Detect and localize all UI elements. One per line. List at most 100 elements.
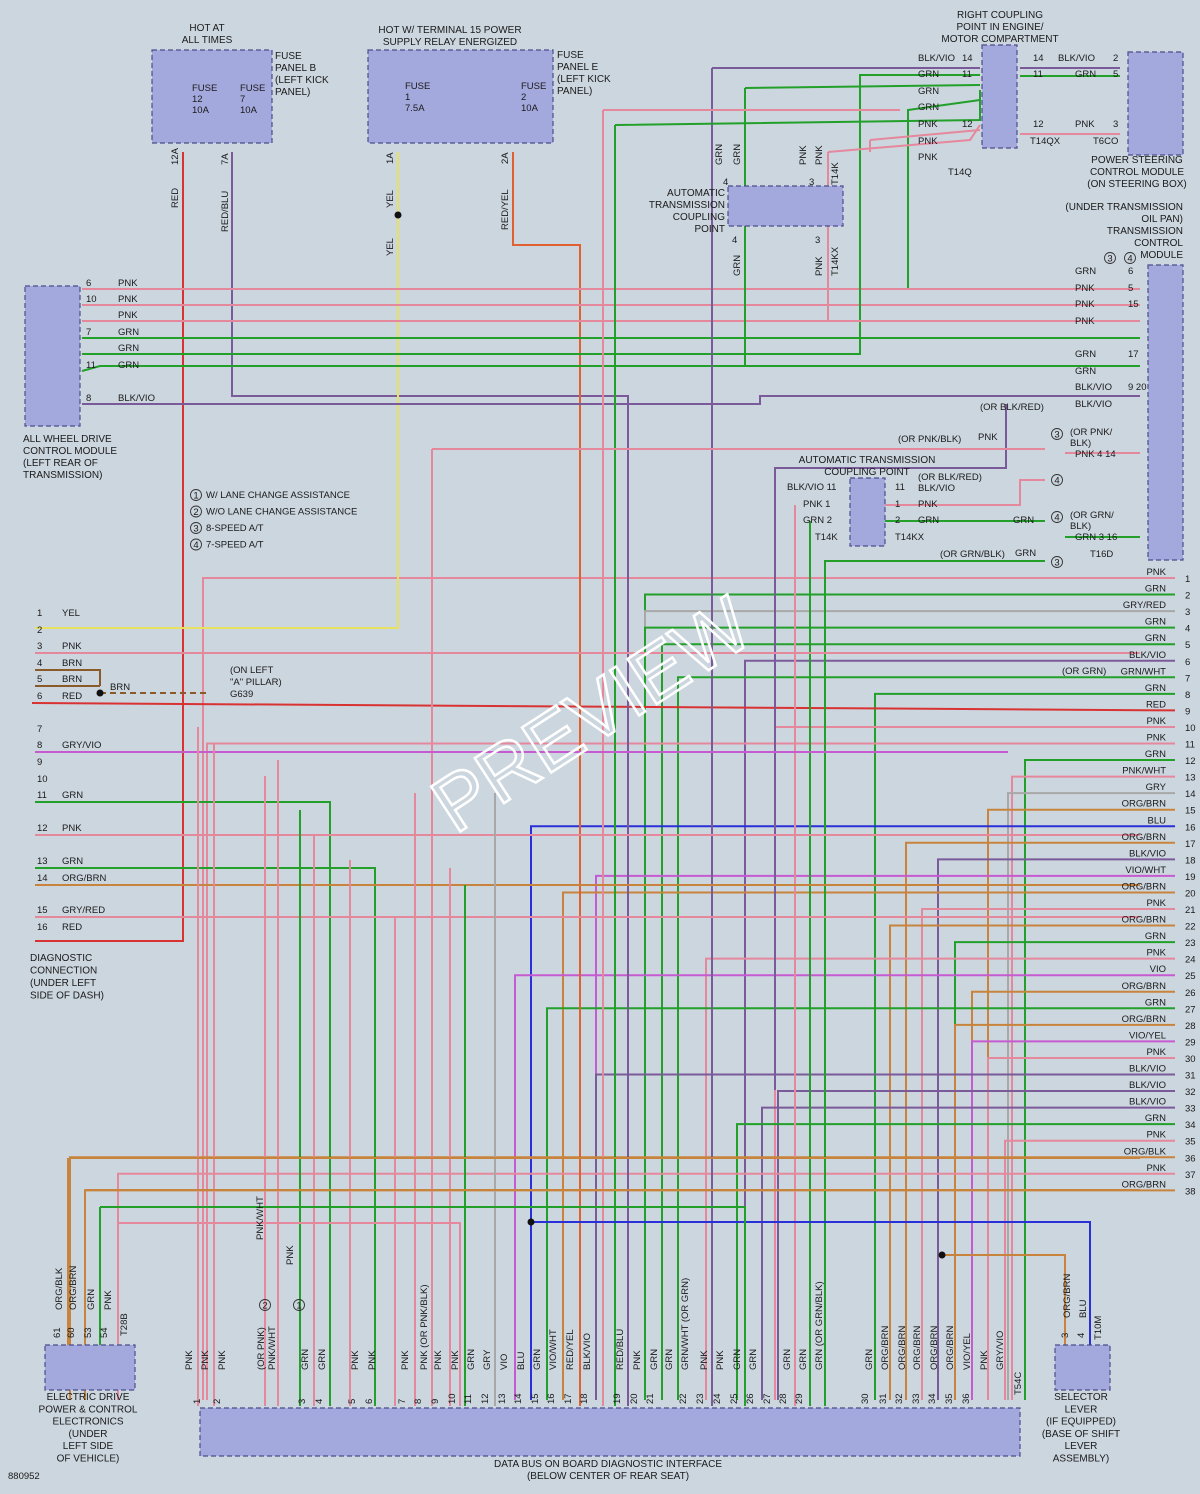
bus-pin-13: 13 xyxy=(497,1393,508,1404)
right-row-wire: PNK xyxy=(1146,1163,1166,1174)
bus-pin-18: 18 xyxy=(579,1393,590,1404)
at-mid-left: GRN 2 xyxy=(803,515,832,526)
bus-pin-22: 22 xyxy=(678,1393,689,1404)
ed-pin: 53 xyxy=(83,1327,94,1338)
fuse-b-wire-redblu: RED/BLU xyxy=(220,191,231,232)
right-row-wire: GRN xyxy=(1145,997,1166,1008)
tcm-or-grnblk2: (OR GRN/BLK) xyxy=(940,549,1005,560)
tcm-wire: GRN xyxy=(1075,266,1096,277)
bus-wire-label: PNK (OR PNK/BLK) xyxy=(419,1284,430,1370)
bus-pin-16: 16 xyxy=(546,1393,557,1404)
right-row-pin: 6 xyxy=(1185,657,1190,668)
bus-pin-12: 12 xyxy=(480,1393,491,1404)
tcm-circle-3-number: 3 xyxy=(1107,254,1112,265)
bus-pin-27: 27 xyxy=(762,1393,773,1404)
bus-wire-label: ORG/BRN xyxy=(945,1326,956,1370)
wire xyxy=(827,124,981,153)
transmission-control-module xyxy=(1147,264,1184,561)
ps-wire: PNK xyxy=(1075,119,1095,130)
at-mid-right: 2 xyxy=(895,515,900,526)
tcm-circ-3c-number: 3 xyxy=(1054,558,1059,569)
bus-wire-label: GRY xyxy=(482,1349,493,1370)
diag-wire: PNK xyxy=(62,823,82,834)
diag-pin: 16 xyxy=(37,922,48,933)
legend-text-2: W/O LANE CHANGE ASSISTANCE xyxy=(206,507,357,518)
bus-pin-32: 32 xyxy=(894,1393,905,1404)
wire-row-14 xyxy=(1007,792,1175,1400)
right-row-wire: ORG/BRN xyxy=(1122,915,1166,926)
ed-connector: T28B xyxy=(119,1313,130,1336)
bus-pin-35: 35 xyxy=(944,1393,955,1404)
rc-pin: 14 xyxy=(962,53,973,64)
diag-wire: YEL xyxy=(62,608,80,619)
bus-wire-label: PNK xyxy=(217,1350,228,1370)
wire-row-5 xyxy=(661,643,1175,1400)
tcm-circ-3c xyxy=(1051,556,1063,568)
tcm-pin: 9 20 xyxy=(1128,382,1147,393)
tcm-wire: PNK xyxy=(1075,283,1095,294)
bus-wire-label: GRN xyxy=(748,1349,759,1370)
right-row-pin: 7 xyxy=(1185,673,1190,684)
right-row-wire: BLU xyxy=(1148,815,1167,826)
right-or-grn: (OR GRN) xyxy=(1062,666,1106,677)
right-row-wire: PNK xyxy=(1146,1130,1166,1141)
splice-ground xyxy=(96,689,104,697)
right-row-pin: 5 xyxy=(1185,640,1190,651)
bus-pin-31: 31 xyxy=(878,1393,889,1404)
wire-row-22 xyxy=(889,924,1175,1400)
tcm-pin: 6 xyxy=(1128,266,1133,277)
right-row-wire: BLK/VIO xyxy=(1129,1064,1166,1075)
wire-layer xyxy=(31,67,1176,1406)
ed-pin: 61 xyxy=(52,1327,63,1338)
legend-circle-2-number: 2 xyxy=(193,507,198,518)
fuse-panel-e xyxy=(367,49,554,144)
diag-pin: 9 xyxy=(37,757,42,768)
bus-mid-circle-2-number: 2 xyxy=(262,1301,267,1312)
right-row-wire: PNK/WHT xyxy=(1122,766,1166,777)
right-row-pin: 10 xyxy=(1185,723,1196,734)
wire-row-11 xyxy=(206,742,1175,1400)
rc-pin-r: 11 xyxy=(1033,69,1043,80)
bus-pin-29: 29 xyxy=(794,1393,805,1404)
awd-wire: PNK xyxy=(118,278,138,289)
bus-wire-label: RED/YEL xyxy=(565,1329,576,1370)
right-row-wire: PNK xyxy=(1146,1047,1166,1058)
fuse-panel-b xyxy=(151,49,273,144)
right-row-wire: GRN xyxy=(1145,584,1166,595)
right-row-pin: 12 xyxy=(1185,756,1196,767)
selector-lever xyxy=(1054,1344,1111,1391)
power-steering-module xyxy=(1127,51,1184,156)
diag-pin: 8 xyxy=(37,740,42,751)
bus-wire-label: GRN xyxy=(732,1349,743,1370)
right-row-pin: 37 xyxy=(1185,1170,1196,1181)
awd-pin: 11 xyxy=(86,360,96,371)
right-row-wire: GRN xyxy=(1145,749,1166,760)
right-row-wire: GRN xyxy=(1145,617,1166,628)
wire-row-3 xyxy=(644,610,1175,1400)
rc-pin: 12 xyxy=(962,119,973,130)
fuse-e-pin1a: 1A xyxy=(385,152,396,164)
figure-id: 880952 xyxy=(8,1471,40,1482)
diag-pin: 1 xyxy=(37,608,42,619)
bus-mid-circle-1-number: 1 xyxy=(296,1301,301,1312)
diag-wire: BRN xyxy=(62,658,82,669)
right-row-pin: 1 xyxy=(1185,574,1190,585)
right-row-wire: PNK xyxy=(1146,716,1166,727)
splice-blu xyxy=(527,1218,535,1226)
bus-wire-label: PNK xyxy=(184,1350,195,1370)
bus-wire-label: VIO/WHT xyxy=(548,1329,559,1370)
wire-fuse2-redyel xyxy=(512,152,581,1406)
wire-row-35 xyxy=(1004,1139,1175,1400)
right-row-wire: GRN xyxy=(1145,1113,1166,1124)
right-row-pin: 9 xyxy=(1185,706,1190,717)
right-row-pin: 25 xyxy=(1185,971,1196,982)
right-row-wire: GRN/WHT xyxy=(1121,666,1167,677)
wire-row-4 xyxy=(644,626,1175,1400)
diag-pin: 4 xyxy=(37,658,42,669)
wire-row-25 xyxy=(514,974,1175,1400)
